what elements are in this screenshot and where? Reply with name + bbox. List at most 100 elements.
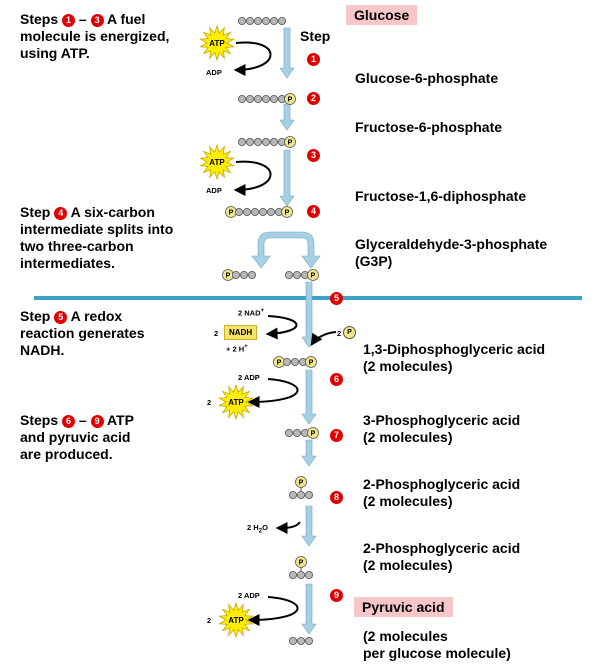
carbon-atom [253, 137, 262, 146]
pathway-step-9: 9 [330, 589, 343, 602]
phosphate-coefficient: 2 [337, 329, 342, 338]
carbon-atom [290, 357, 299, 366]
carbon-atom [261, 16, 270, 25]
step-4-description: Step 4 A six-carbon intermediate splits … [20, 204, 173, 272]
adp-atp-arrow-2 [247, 596, 299, 626]
desc-text: intermediates. [20, 255, 115, 271]
pyruvic-count-label: (2 molecules per glucose molecule) [363, 628, 511, 662]
desc-text: ATP [106, 412, 134, 428]
carbon-atom [288, 490, 297, 499]
flow-arrow [279, 27, 295, 79]
steps-1-3-description: Steps 1 – 3 A fuel molecule is energized… [20, 11, 169, 62]
pg2b-name: 2-Phosphoglyceric acid [363, 540, 521, 556]
atp-coefficient-1: 2 [207, 398, 212, 407]
carbon-atom [231, 270, 240, 279]
adp-label-3: 2 ADP [238, 373, 260, 382]
desc-text: A six-carbon [70, 204, 155, 220]
phosphate-letter: P [299, 480, 304, 487]
phosphate-letter: P [277, 360, 282, 367]
carbon-atom [266, 207, 275, 216]
step-5-description: Step 5 A redox reaction generates NADH. [20, 308, 145, 359]
proton-charge: + [244, 343, 248, 350]
water-subscript: 2 [258, 527, 263, 535]
flow-arrow [301, 583, 317, 635]
dpg-label: 1,3-Diphosphoglyceric acid (2 molecules) [363, 341, 545, 375]
pathway-step-2: 2 [307, 92, 320, 105]
pyr-count-1: (2 molecules [363, 628, 448, 644]
g3p-label: Glyceraldehyde-3-phosphate (G3P) [355, 236, 547, 270]
carbon-atom [261, 95, 270, 104]
step-label: Step [20, 308, 51, 324]
pathway-step-3: 3 [307, 149, 320, 162]
desc-text: and pyruvic acid [20, 429, 131, 445]
desc-text: using ATP. [20, 45, 90, 61]
carbon-atom [250, 207, 259, 216]
adp-atp-arrow-1 [247, 378, 299, 408]
desc-text: molecule is energized, [20, 28, 170, 44]
phosphate-icon [281, 206, 293, 218]
step-1-badge: 1 [62, 13, 76, 27]
steps-label: Steps [20, 11, 59, 27]
pg3-name: 3-Phosphoglyceric acid [363, 412, 521, 428]
carbon-atom [304, 571, 313, 580]
glucose-label: Glucose [346, 5, 418, 25]
phosphate-letter: P [226, 273, 231, 280]
phosphate-icon [295, 556, 307, 568]
phosphate-icon [295, 476, 307, 488]
carbon-atom [245, 95, 254, 104]
pyruvic-acid-label: Pyruvic acid [354, 597, 453, 617]
proton-label: + 2 H+ [226, 343, 248, 354]
proton-text: + 2 H [226, 344, 245, 354]
desc-text: two three-carbon [20, 238, 134, 254]
desc-text: are produced. [20, 446, 113, 462]
pathway-step-8: 8 [330, 491, 343, 504]
phosphate-icon [305, 356, 317, 368]
dash: – [78, 412, 87, 428]
nad-label: 2 NAD+ [238, 307, 264, 318]
g3p-abbrev: (G3P) [355, 253, 393, 269]
phosphate-in-arrow [310, 331, 337, 346]
pg2a-name: 2-Phosphoglyceric acid [363, 476, 521, 492]
flow-arrow [279, 149, 295, 207]
desc-text: A redox [70, 308, 123, 324]
pathway-step-1: 1 [307, 53, 320, 66]
atp-burst-icon [199, 143, 235, 181]
nadh-box: NADH [224, 325, 258, 340]
pg2a-label: 2-Phosphoglyceric acid (2 molecules) [363, 476, 520, 510]
phosphate-letter: P [309, 360, 314, 367]
pyr-count-2: per glucose molecule) [363, 645, 511, 661]
atp-adp-arrow-2 [233, 160, 272, 196]
carbon-atom [261, 137, 270, 146]
pathway-step-4: 4 [307, 205, 320, 218]
atp-burst-icon [218, 383, 254, 421]
steps-6-9-description: Steps 6 – 9 ATP and pyruvic acid are pro… [20, 412, 134, 463]
atp-text: ATP [228, 616, 244, 625]
water-text: 2 H [247, 523, 259, 532]
atp-text: ATP [209, 39, 225, 48]
carbon-atom [277, 16, 286, 25]
f16dp-label: Fructose-1,6-diphosphate [355, 188, 527, 204]
steps-label: Steps [20, 412, 59, 428]
adp-label-4: 2 ADP [238, 591, 260, 600]
pathway-step-7: 7 [330, 429, 343, 442]
phosphate-icon [284, 136, 296, 148]
phosphate-icon [307, 427, 319, 439]
split-arrow [251, 231, 321, 269]
carbon-atom [296, 490, 305, 499]
nad-text: 2 NAD [238, 308, 261, 318]
adp-label-1: ADP [206, 68, 222, 77]
carbon-atom [304, 637, 313, 646]
carbon-atom [245, 137, 254, 146]
phosphate-letter: P [288, 140, 293, 147]
carbon-atom [296, 571, 305, 580]
carbon-atom [269, 137, 278, 146]
flow-arrow [301, 369, 317, 425]
dpg-count: (2 molecules) [363, 358, 453, 374]
step-4-badge: 4 [54, 206, 68, 220]
phosphate-letter: P [288, 97, 293, 104]
carbon-atom [304, 490, 313, 499]
pathway-step-6: 6 [330, 373, 343, 386]
pg2b-count: (2 molecules) [363, 557, 453, 573]
carbon-atom [269, 16, 278, 25]
